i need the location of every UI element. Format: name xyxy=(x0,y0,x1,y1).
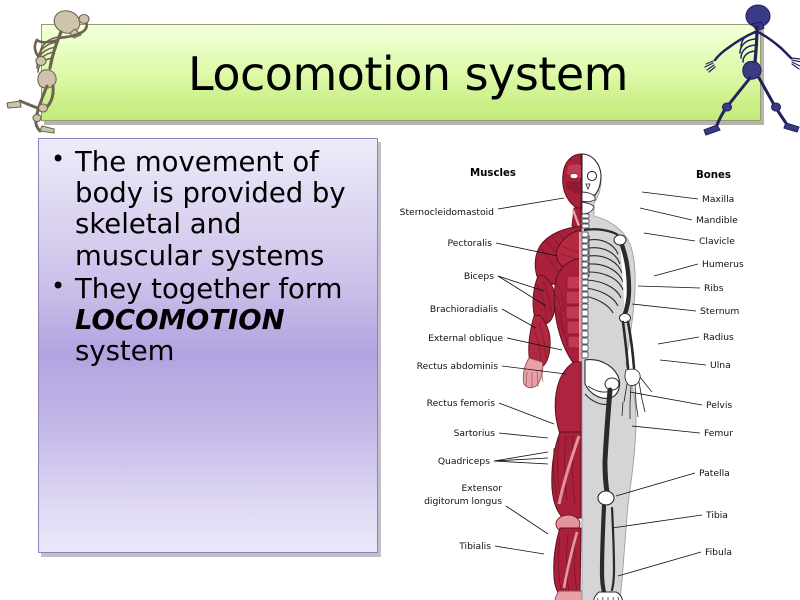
label-external-oblique: External oblique xyxy=(428,333,503,344)
list-item: They together form LOCOMOTION system xyxy=(45,272,367,368)
label-quadriceps: Quadriceps xyxy=(438,456,490,467)
label-sartorius: Sartorius xyxy=(454,428,496,439)
label-rectus-femoris: Rectus femoris xyxy=(427,398,496,409)
label-tibialis: Tibialis xyxy=(458,541,491,552)
label-sternocleidomastoid: Sternocleidomastoid xyxy=(400,207,494,218)
label-pectoralis: Pectoralis xyxy=(448,238,493,249)
label-clavicle: Clavicle xyxy=(699,236,735,247)
muscles-header: Muscles xyxy=(470,168,516,179)
label-digitorum-longus: digitorum longus xyxy=(424,496,502,507)
label-sternum: Sternum xyxy=(700,306,739,317)
muscle-leader-lines xyxy=(493,197,567,555)
label-rectus-abdominis: Rectus abdominis xyxy=(417,361,499,372)
bone-leader-lines xyxy=(611,191,707,577)
list-item: The movement of body is provided by skel… xyxy=(45,146,367,272)
content-text-box: The movement of body is provided by skel… xyxy=(38,138,378,553)
anatomy-diagram: Muscles Sternocleidomastoid Pectoralis B… xyxy=(396,136,800,600)
label-femur: Femur xyxy=(704,428,733,439)
label-fibula: Fibula xyxy=(705,547,732,558)
label-maxilla: Maxilla xyxy=(702,194,734,205)
walking-skeleton-icon xyxy=(700,0,800,136)
muscles-label-group: Muscles Sternocleidomastoid Pectoralis B… xyxy=(400,168,516,552)
label-biceps: Biceps xyxy=(464,271,494,282)
label-radius: Radius xyxy=(703,332,734,343)
label-tibia: Tibia xyxy=(705,510,728,521)
label-ulna: Ulna xyxy=(710,360,731,371)
bullet-1-text: The movement of body is provided by skel… xyxy=(75,146,346,272)
label-humerus: Humerus xyxy=(702,259,744,270)
running-skeleton-icon xyxy=(4,4,112,136)
label-ribs: Ribs xyxy=(704,283,724,294)
muscle-half xyxy=(522,153,583,600)
page-title: Locomotion system xyxy=(188,46,628,101)
bullet-2-post: system xyxy=(75,335,175,368)
bullet-list: The movement of body is provided by skel… xyxy=(45,146,367,368)
skeleton-half xyxy=(581,153,653,600)
label-extensor: Extensor xyxy=(461,483,502,494)
title-bar: Locomotion system xyxy=(41,24,761,121)
bones-header: Bones xyxy=(696,170,731,181)
bullet-2-emphasis: LOCOMOTION xyxy=(75,304,285,337)
bones-label-group: Bones Maxilla Mandible Clavicle Humerus … xyxy=(696,170,744,558)
label-pelvis: Pelvis xyxy=(706,400,732,411)
label-patella: Patella xyxy=(699,468,730,479)
label-mandible: Mandible xyxy=(696,215,738,226)
label-brachioradialis: Brachioradialis xyxy=(430,304,498,315)
bullet-2-pre: They together form xyxy=(75,272,343,305)
